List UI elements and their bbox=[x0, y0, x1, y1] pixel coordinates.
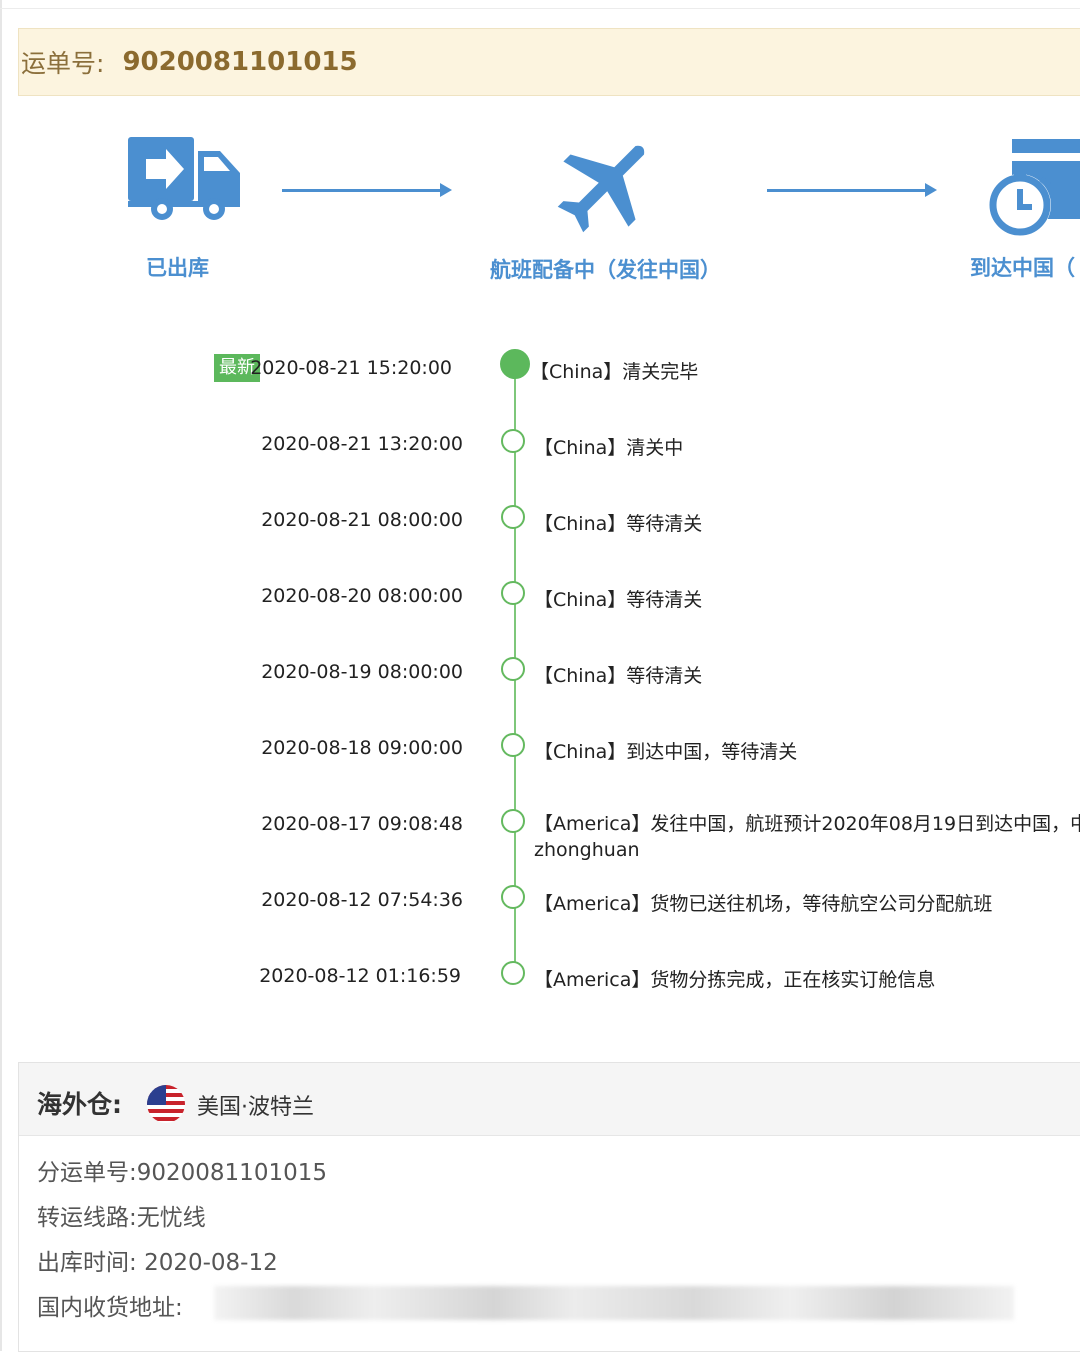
timeline-event: 2020-08-12 07:54:36 【America】货物已送往机场，等待航… bbox=[0, 885, 1080, 949]
info-label: 转运线路: bbox=[37, 1205, 137, 1231]
tracking-number-value: 9020081101015 bbox=[122, 47, 358, 77]
timeline-dot bbox=[501, 429, 525, 453]
frame-border-top bbox=[0, 8, 1080, 9]
event-description: 【China】等待清关 bbox=[534, 665, 703, 687]
event-description: 【China】清关完毕 bbox=[530, 361, 699, 383]
latest-badge: 最新 bbox=[214, 354, 260, 382]
truck-icon bbox=[128, 137, 240, 220]
stage-arrow-2 bbox=[767, 183, 937, 197]
event-time: 2020-08-21 08:00:00 bbox=[261, 509, 463, 531]
event-description: 【China】等待清关 bbox=[534, 513, 703, 535]
event-time: 2020-08-21 15:20:00 bbox=[250, 357, 452, 379]
stage-flight bbox=[548, 132, 658, 242]
airplane-icon bbox=[557, 145, 645, 233]
event-time: 2020-08-18 09:00:00 bbox=[261, 737, 463, 759]
info-row-ship-date: 出库时间: 2020-08-12 bbox=[37, 1243, 278, 1277]
event-description: 【America】货物已送往机场，等待航空公司分配航班 bbox=[534, 893, 993, 915]
frame-border-left bbox=[0, 0, 2, 1351]
event-time: 2020-08-12 07:54:36 bbox=[261, 889, 463, 911]
timeline-dot bbox=[501, 657, 525, 681]
info-label: 国内收货地址: bbox=[37, 1295, 183, 1321]
info-row-sub-tracking: 分运单号:9020081101015 bbox=[37, 1153, 327, 1187]
tracking-number-label: 运单号: bbox=[21, 49, 105, 78]
timeline-dot bbox=[501, 885, 525, 909]
event-description: 【America】货物分拣完成，正在核实订舱信息 bbox=[534, 969, 936, 991]
event-time: 2020-08-19 08:00:00 bbox=[261, 661, 463, 683]
stage-flight-label: 航班配备中（发往中国） bbox=[490, 258, 721, 282]
info-value: 9020081101015 bbox=[136, 1160, 327, 1186]
timeline-dot bbox=[501, 581, 525, 605]
event-time: 2020-08-12 01:16:59 bbox=[259, 965, 461, 987]
info-row-route: 转运线路:无忧线 bbox=[37, 1198, 206, 1232]
warehouse-title: 海外仓: bbox=[37, 1090, 122, 1119]
timeline-dot-latest bbox=[500, 349, 530, 379]
timeline-event: 2020-08-12 01:16:59 【America】货物分拣完成，正在核实… bbox=[0, 961, 1080, 1025]
event-description: 【China】清关中 bbox=[534, 437, 684, 459]
stage-shipped bbox=[124, 133, 246, 223]
stage-arrow-1 bbox=[282, 183, 452, 197]
timeline-event: 2020-08-20 08:00:00 【China】等待清关 bbox=[0, 581, 1080, 645]
timeline-dot bbox=[501, 505, 525, 529]
timeline-event: 2020-08-21 08:00:00 【China】等待清关 bbox=[0, 505, 1080, 569]
stage-shipped-label: 已出库 bbox=[146, 256, 209, 280]
timeline-event: 2020-08-17 09:08:48 【America】发往中国，航班预计20… bbox=[0, 809, 1080, 873]
info-row-address: 国内收货地址: bbox=[37, 1288, 183, 1322]
event-time: 2020-08-21 13:20:00 bbox=[261, 433, 463, 455]
timeline-event: 2020-08-19 08:00:00 【China】等待清关 bbox=[0, 657, 1080, 721]
warehouse-panel: 海外仓: 美国·波特兰 分运单号:9020081101015 转运线路:无忧线 … bbox=[18, 1062, 1080, 1352]
event-description: 【China】等待清关 bbox=[534, 589, 703, 611]
info-value: 无忧线 bbox=[136, 1205, 206, 1231]
warehouse-header: 海外仓: 美国·波特兰 bbox=[19, 1063, 1080, 1136]
timeline-dot bbox=[501, 733, 525, 757]
timeline-event: 最新 2020-08-21 15:20:00 【China】清关完毕 bbox=[0, 349, 1080, 417]
timeline-event: 2020-08-21 13:20:00 【China】清关中 bbox=[0, 429, 1080, 493]
info-label: 出库时间: bbox=[37, 1250, 137, 1276]
event-description: 【China】到达中国，等待清关 bbox=[534, 741, 798, 763]
timeline-dot bbox=[501, 961, 525, 985]
info-label: 分运单号: bbox=[37, 1160, 137, 1186]
stage-arrival-label: 到达中国（ bbox=[970, 256, 1075, 280]
event-time: 2020-08-20 08:00:00 bbox=[261, 585, 463, 607]
stage-arrival bbox=[988, 133, 1080, 243]
info-value: 2020-08-12 bbox=[144, 1250, 278, 1276]
event-description: 【America】发往中国，航班预计2020年08月19日到达中国，中 zhon… bbox=[534, 813, 1080, 861]
timeline-event: 2020-08-18 09:00:00 【China】到达中国，等待清关 bbox=[0, 733, 1080, 797]
event-time: 2020-08-17 09:08:48 bbox=[261, 813, 463, 835]
tracking-number-banner: 运单号: 9020081101015 bbox=[18, 28, 1080, 96]
timeline-dot bbox=[501, 809, 525, 833]
address-redacted bbox=[214, 1286, 1014, 1320]
warehouse-name: 美国·波特兰 bbox=[197, 1095, 314, 1120]
us-flag-icon bbox=[147, 1085, 185, 1123]
customs-clock-icon bbox=[989, 139, 1080, 236]
